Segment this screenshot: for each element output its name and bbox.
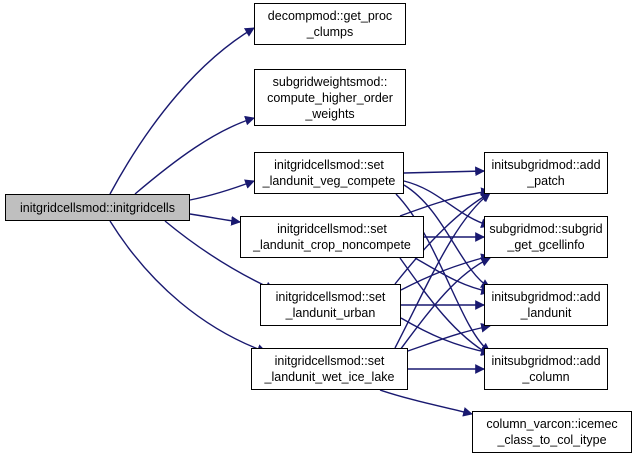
- node-get-proc-clumps[interactable]: decompmod::get_proc _clumps: [254, 3, 406, 45]
- edge-root-to-crop-noncompete: [189, 213, 241, 226]
- edge-crop-to-add-column: [399, 257, 491, 356]
- node-set-landunit-urban[interactable]: initgridcellsmod::set _landunit_urban: [260, 284, 401, 326]
- node-add-patch[interactable]: initsubgridmod::add _patch: [484, 152, 608, 194]
- node-add-column[interactable]: initsubgridmod::add _column: [484, 348, 608, 390]
- node-compute-higher-order-weights[interactable]: subgridweightsmod:: compute_higher_order…: [254, 69, 406, 126]
- edge-root-to-compute-weights: [134, 115, 255, 195]
- node-icemec-class-to-col-itype-label: column_varcon::icemec _class_to_col_ityp…: [486, 417, 618, 447]
- edge-wet-to-add-patch: [394, 192, 491, 349]
- edge-root-to-urban: [164, 220, 275, 291]
- node-set-landunit-crop-noncompete-label: initgridcellsmod::set _landunit_crop_non…: [253, 222, 411, 252]
- node-get-proc-clumps-label: decompmod::get_proc _clumps: [267, 9, 393, 39]
- edge-wet-to-add-landunit: [404, 322, 491, 353]
- edge-root-to-wet-ice-lake: [109, 220, 267, 354]
- edge-crop-to-add-patch: [399, 187, 491, 217]
- node-icemec-class-to-col-itype[interactable]: column_varcon::icemec _class_to_col_ityp…: [472, 411, 632, 453]
- edge-root-to-veg-compete: [189, 179, 255, 201]
- edge-crop-to-add-landunit: [414, 257, 491, 296]
- node-set-landunit-urban-label: initgridcellsmod::set _landunit_urban: [275, 290, 386, 320]
- edge-urban-to-add-patch: [394, 192, 491, 285]
- edge-veg-to-add-patch: [403, 166, 485, 177]
- node-add-landunit-label: initsubgridmod::add _landunit: [491, 290, 601, 320]
- node-subgrid-get-gcellinfo[interactable]: subgridmod::subgrid _get_gcellinfo: [484, 216, 608, 258]
- node-set-landunit-crop-noncompete[interactable]: initgridcellsmod::set _landunit_crop_non…: [240, 216, 424, 258]
- edge-urban-to-gcellinfo: [400, 253, 491, 291]
- node-add-column-label: initsubgridmod::add _column: [491, 354, 601, 384]
- node-subgrid-get-gcellinfo-label: subgridmod::subgrid _get_gcellinfo: [489, 222, 603, 252]
- node-add-patch-label: initsubgridmod::add _patch: [491, 158, 601, 188]
- edge-urban-to-add-column: [400, 317, 491, 357]
- node-set-landunit-veg-compete-label: initgridcellsmod::set _landunit_veg_comp…: [262, 158, 396, 188]
- node-set-landunit-wet-ice-lake[interactable]: initgridcellsmod::set _landunit_wet_ice_…: [251, 348, 408, 390]
- node-compute-higher-order-weights-label: subgridweightsmod:: compute_higher_order…: [267, 74, 393, 121]
- node-set-landunit-wet-ice-lake-label: initgridcellsmod::set _landunit_wet_ice_…: [264, 354, 395, 384]
- node-set-landunit-veg-compete[interactable]: initgridcellsmod::set _landunit_veg_comp…: [254, 152, 404, 194]
- edge-root-to-get-proc-clumps: [109, 27, 255, 195]
- edge-wet-to-icemec: [379, 389, 473, 417]
- node-initgridcells: initgridcellsmod::initgridcells: [5, 194, 190, 221]
- edge-veg-to-gcellinfo: [403, 180, 491, 229]
- edge-wet-to-gcellinfo: [399, 257, 491, 351]
- node-add-landunit[interactable]: initsubgridmod::add _landunit: [484, 284, 608, 326]
- node-initgridcells-label: initgridcellsmod::initgridcells: [20, 200, 175, 215]
